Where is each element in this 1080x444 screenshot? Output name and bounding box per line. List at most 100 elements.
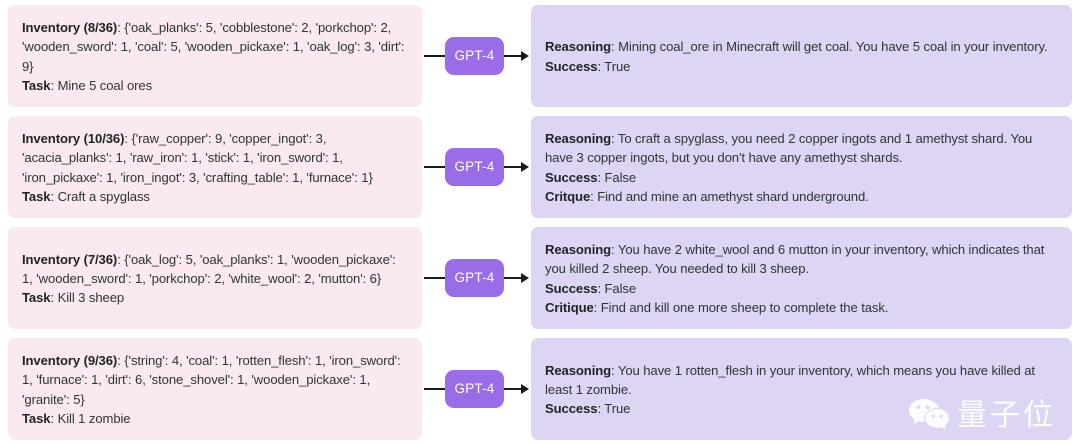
output-arrow bbox=[503, 51, 529, 61]
success-value: True bbox=[604, 401, 631, 417]
reasoning-label: Reasoning bbox=[545, 362, 612, 378]
inventory-label: Inventory (10/36) bbox=[22, 131, 125, 147]
success-separator: : bbox=[597, 401, 605, 417]
critique-line: Critique: Find and kill one more sheep t… bbox=[545, 298, 1058, 317]
arrow-head-icon bbox=[520, 273, 529, 283]
inventory-separator: : bbox=[124, 131, 132, 147]
task-separator: : bbox=[50, 188, 58, 204]
success-line: Success: True bbox=[545, 399, 1058, 418]
arrow-stem bbox=[503, 388, 521, 390]
success-label: Success bbox=[545, 280, 598, 296]
task-separator: : bbox=[50, 410, 58, 426]
reasoning-value: You have 2 white_wool and 6 mutton in yo… bbox=[545, 242, 1045, 277]
input-wire bbox=[424, 388, 446, 390]
reasoning-line: Reasoning: You have 1 rotten_flesh in yo… bbox=[545, 361, 1058, 399]
task-label: Task bbox=[22, 77, 51, 93]
task-value: Kill 3 sheep bbox=[57, 290, 125, 306]
model-badge-gpt4[interactable]: GPT-4 bbox=[445, 37, 504, 75]
arrow-head-icon bbox=[520, 51, 529, 61]
model-badge-gpt4[interactable]: GPT-4 bbox=[445, 259, 504, 297]
model-connector: GPT-4 bbox=[422, 5, 531, 107]
flow-row: Inventory (7/36): {'oak_log': 5, 'oak_pl… bbox=[8, 227, 1072, 329]
reasoning-separator: : bbox=[611, 131, 618, 147]
success-separator: : bbox=[597, 58, 605, 74]
input-card: Inventory (7/36): {'oak_log': 5, 'oak_pl… bbox=[8, 227, 422, 329]
inventory-separator: : bbox=[117, 20, 125, 36]
task-separator: : bbox=[50, 77, 58, 93]
success-line: Success: False bbox=[545, 279, 1058, 298]
inventory-label: Inventory (9/36) bbox=[22, 353, 118, 369]
inventory-separator: : bbox=[117, 251, 125, 267]
success-value: True bbox=[604, 58, 631, 74]
reasoning-line: Reasoning: You have 2 white_wool and 6 m… bbox=[545, 240, 1058, 278]
model-badge-gpt4[interactable]: GPT-4 bbox=[445, 148, 504, 186]
reasoning-value: To craft a spyglass, you need 2 copper i… bbox=[545, 131, 1033, 166]
reasoning-label: Reasoning bbox=[545, 39, 612, 55]
reasoning-label: Reasoning bbox=[545, 131, 612, 147]
input-wire bbox=[424, 166, 446, 168]
inventory-label: Inventory (7/36) bbox=[22, 251, 118, 267]
output-card: Reasoning: You have 1 rotten_flesh in yo… bbox=[531, 338, 1072, 440]
input-card: Inventory (8/36): {'oak_planks': 5, 'cob… bbox=[8, 5, 422, 107]
inventory-value: {'oak_log': 5, 'oak_planks': 1, 'wooden_… bbox=[22, 251, 396, 286]
model-badge-gpt4[interactable]: GPT-4 bbox=[445, 370, 504, 408]
flow-row: Inventory (9/36): {'string': 4, 'coal': … bbox=[8, 338, 1072, 440]
critique-value: Find and kill one more sheep to complete… bbox=[600, 299, 889, 315]
task-value: Mine 5 coal ores bbox=[57, 77, 153, 93]
reasoning-separator: : bbox=[611, 362, 618, 378]
arrow-stem bbox=[503, 166, 521, 168]
model-connector: GPT-4 bbox=[422, 227, 531, 329]
task-label: Task bbox=[22, 410, 51, 426]
success-value: False bbox=[604, 169, 637, 185]
inventory-line: Inventory (7/36): {'oak_log': 5, 'oak_pl… bbox=[22, 250, 408, 288]
task-value: Craft a spyglass bbox=[57, 188, 150, 204]
output-arrow bbox=[503, 384, 529, 394]
reasoning-label: Reasoning bbox=[545, 242, 612, 258]
reasoning-separator: : bbox=[611, 242, 618, 258]
inventory-value: {'raw_copper': 9, 'copper_ingot': 3, 'ac… bbox=[22, 131, 373, 185]
inventory-label: Inventory (8/36) bbox=[22, 20, 118, 36]
task-label: Task bbox=[22, 188, 51, 204]
success-value: False bbox=[604, 280, 637, 296]
critique-line: Critque: Find and mine an amethyst shard… bbox=[545, 187, 1058, 206]
output-card: Reasoning: To craft a spyglass, you need… bbox=[531, 116, 1072, 218]
reasoning-value: You have 1 rotten_flesh in your inventor… bbox=[545, 362, 1035, 397]
success-separator: : bbox=[597, 169, 605, 185]
input-wire bbox=[424, 277, 446, 279]
model-connector: GPT-4 bbox=[422, 116, 531, 218]
output-arrow bbox=[503, 162, 529, 172]
critique-value: Find and mine an amethyst shard undergro… bbox=[597, 188, 869, 204]
arrow-head-icon bbox=[520, 384, 529, 394]
critique-label: Critique bbox=[545, 299, 594, 315]
reasoning-value: Mining coal_ore in Minecraft will get co… bbox=[618, 39, 1048, 55]
output-card: Reasoning: You have 2 white_wool and 6 m… bbox=[531, 227, 1072, 329]
output-card: Reasoning: Mining coal_ore in Minecraft … bbox=[531, 5, 1072, 107]
success-separator: : bbox=[597, 280, 605, 296]
inventory-line: Inventory (8/36): {'oak_planks': 5, 'cob… bbox=[22, 18, 408, 76]
success-line: Success: False bbox=[545, 168, 1058, 187]
input-wire bbox=[424, 55, 446, 57]
arrow-stem bbox=[503, 55, 521, 57]
reasoning-separator: : bbox=[611, 39, 619, 55]
inventory-value: {'string': 4, 'coal': 1, 'rotten_flesh':… bbox=[22, 353, 401, 407]
input-card: Inventory (9/36): {'string': 4, 'coal': … bbox=[8, 338, 422, 440]
success-line: Success: True bbox=[545, 57, 1058, 76]
reasoning-line: Reasoning: To craft a spyglass, you need… bbox=[545, 129, 1058, 167]
model-connector: GPT-4 bbox=[422, 338, 531, 440]
task-label: Task bbox=[22, 290, 51, 306]
task-value: Kill 1 zombie bbox=[57, 410, 131, 426]
success-label: Success bbox=[545, 169, 598, 185]
flow-row: Inventory (10/36): {'raw_copper': 9, 'co… bbox=[8, 116, 1072, 218]
inventory-line: Inventory (10/36): {'raw_copper': 9, 'co… bbox=[22, 129, 408, 187]
arrow-stem bbox=[503, 277, 521, 279]
critique-separator: : bbox=[593, 299, 601, 315]
inventory-line: Inventory (9/36): {'string': 4, 'coal': … bbox=[22, 351, 408, 409]
task-line: Task: Kill 3 sheep bbox=[22, 288, 408, 307]
inventory-value: {'oak_planks': 5, 'cobblestone': 2, 'por… bbox=[22, 20, 405, 74]
reasoning-line: Reasoning: Mining coal_ore in Minecraft … bbox=[545, 37, 1058, 56]
flow-row: Inventory (8/36): {'oak_planks': 5, 'cob… bbox=[8, 5, 1072, 107]
inventory-separator: : bbox=[117, 353, 125, 369]
critique-label: Critque bbox=[545, 188, 591, 204]
task-line: Task: Mine 5 coal ores bbox=[22, 76, 408, 95]
